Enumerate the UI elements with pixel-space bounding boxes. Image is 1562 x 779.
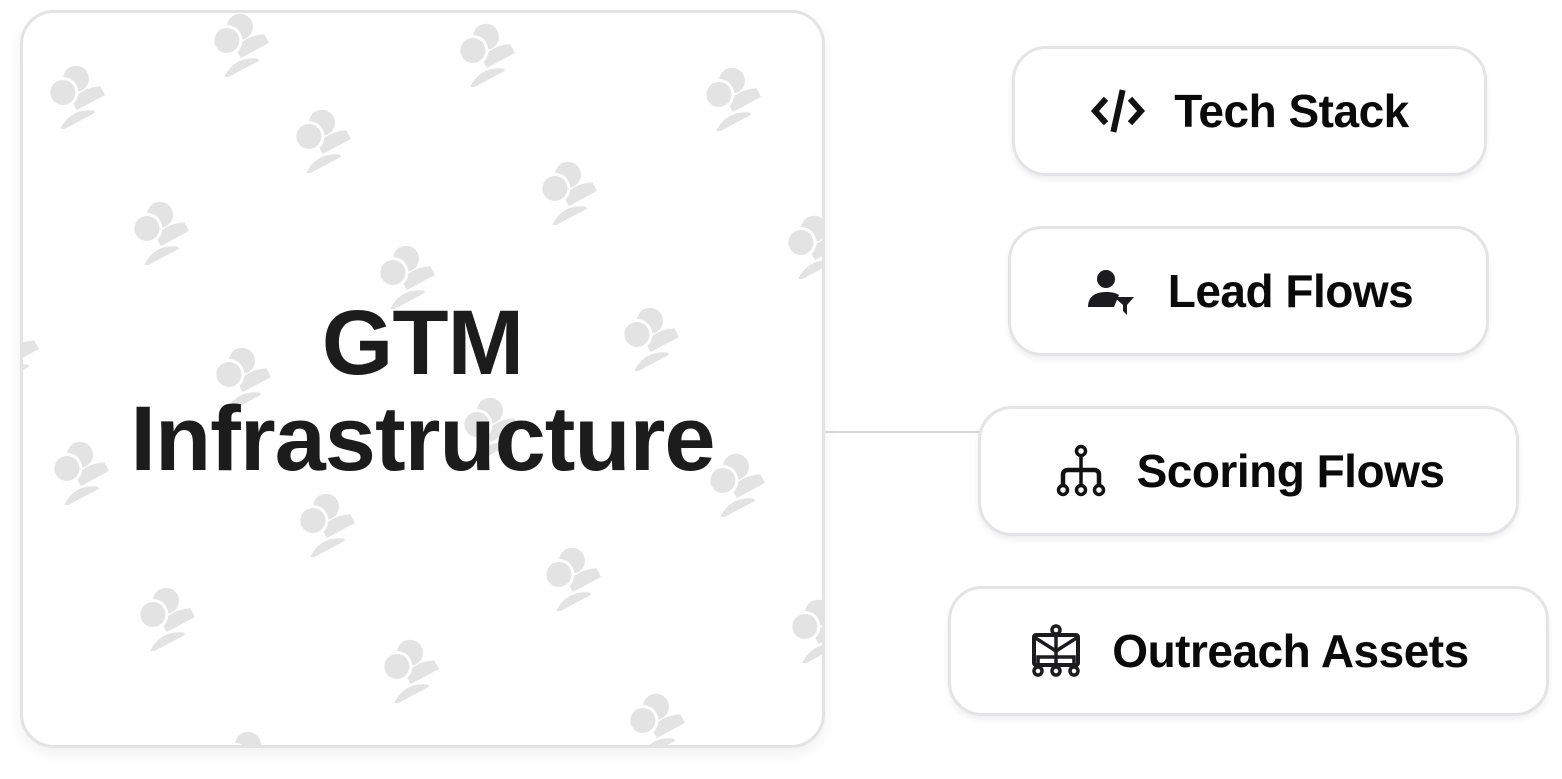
title-line-1: GTM	[321, 292, 524, 394]
users-icon	[449, 15, 529, 92]
title-line-2: Infrastructure	[130, 388, 715, 490]
users-icon	[203, 13, 283, 82]
scoring-flows-node[interactable]: Scoring Flows	[978, 406, 1519, 536]
users-icon	[39, 57, 119, 134]
users-icon	[129, 579, 209, 656]
code-icon	[1090, 83, 1146, 139]
users-icon	[123, 193, 203, 270]
lead-flows-label: Lead Flows	[1167, 265, 1414, 317]
users-icon	[285, 101, 365, 178]
users-icon	[23, 311, 53, 388]
users-icon	[453, 389, 533, 466]
hierarchy-icon	[1053, 443, 1109, 499]
users-icon	[613, 299, 693, 376]
outreach-assets-node[interactable]: Outreach Assets	[948, 586, 1549, 716]
users-icon	[781, 591, 822, 668]
users-icon	[289, 485, 369, 562]
users-pattern-background	[23, 13, 822, 745]
gtm-infrastructure-card: GTM Infrastructure	[20, 10, 825, 748]
users-icon	[619, 685, 699, 745]
tech-stack-node[interactable]: Tech Stack	[1012, 46, 1487, 176]
users-icon	[205, 339, 285, 416]
connector-line	[825, 431, 980, 433]
users-icon	[211, 723, 291, 745]
outreach-assets-label: Outreach Assets	[1112, 625, 1469, 677]
mail-hierarchy-icon	[1028, 623, 1084, 679]
users-icon	[531, 153, 611, 230]
lead-flows-node[interactable]: Lead Flows	[1008, 226, 1489, 356]
user-filter-icon	[1084, 263, 1140, 319]
users-icon	[369, 237, 449, 314]
users-icon	[535, 539, 615, 616]
tech-stack-label: Tech Stack	[1174, 85, 1409, 137]
users-icon	[43, 433, 123, 510]
scoring-flows-label: Scoring Flows	[1136, 445, 1445, 497]
users-icon	[777, 207, 822, 284]
users-icon	[695, 59, 775, 136]
center-node-title: GTM Infrastructure	[23, 295, 822, 487]
users-icon	[699, 445, 779, 522]
users-icon	[373, 631, 453, 708]
